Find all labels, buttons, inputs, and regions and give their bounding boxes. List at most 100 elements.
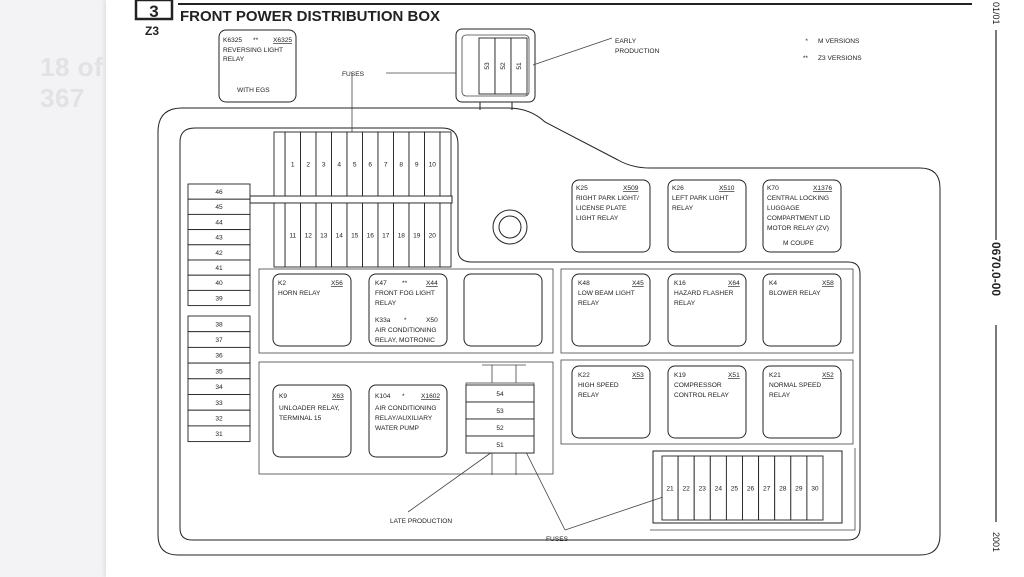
fuse-6: 6 bbox=[362, 131, 379, 197]
k21-line2: RELAY bbox=[769, 392, 791, 399]
page-indicator: 18 of 367 bbox=[40, 52, 104, 113]
relay-k47-k33a bbox=[368, 273, 448, 347]
k48-conn: X45 bbox=[632, 280, 644, 287]
early-fuse-53-label: 53 bbox=[484, 62, 491, 70]
fuse-44-label: 44 bbox=[215, 219, 223, 226]
fuse-28-label: 28 bbox=[779, 485, 787, 492]
k70-conn: X1376 bbox=[813, 185, 832, 192]
fuse-37: 37 bbox=[187, 331, 251, 348]
fuse-18: 18 bbox=[393, 202, 410, 268]
k104-line2: RELAY/AUXILIARY bbox=[375, 415, 433, 422]
k22-line1: HIGH SPEED bbox=[578, 382, 619, 389]
fuse-15: 15 bbox=[346, 202, 363, 268]
fuse-34: 34 bbox=[187, 378, 251, 395]
k26-code: K26 bbox=[672, 185, 684, 192]
k9-conn: X63 bbox=[332, 393, 344, 400]
fuse-13-label: 13 bbox=[320, 232, 328, 239]
k16-line1: HAZARD FLASHER bbox=[674, 290, 734, 297]
k33a-code: K33a bbox=[375, 317, 391, 324]
k33a-mark: * bbox=[404, 317, 407, 324]
fuse-2: 2 bbox=[300, 131, 317, 197]
fuse-46: 46 bbox=[187, 183, 251, 200]
fuse-35: 35 bbox=[187, 362, 251, 380]
relay-block-right-top bbox=[560, 268, 854, 354]
k25-line1: RIGHT PARK LIGHT/ bbox=[576, 195, 639, 202]
late-fuse-54: 54 bbox=[465, 384, 535, 403]
k2-line1: HORN RELAY bbox=[278, 290, 321, 297]
k9-line1: UNLOADER RELAY, bbox=[279, 405, 340, 412]
fuse-10: 10 bbox=[424, 131, 441, 197]
fuse-26-label: 26 bbox=[747, 485, 755, 492]
fuse-18-label: 18 bbox=[398, 232, 406, 239]
k16-conn: X64 bbox=[728, 280, 740, 287]
mounting-hole-inner bbox=[498, 215, 522, 239]
k22-code: K22 bbox=[578, 372, 590, 379]
k26-line1: LEFT PARK LIGHT bbox=[672, 195, 729, 202]
fuse-2-label: 2 bbox=[306, 161, 310, 168]
fuse-33: 33 bbox=[187, 394, 251, 411]
late-fuse-51: 51 bbox=[465, 435, 535, 454]
fuse-40: 40 bbox=[187, 274, 251, 291]
fuses-callout-top: FUSES bbox=[342, 71, 365, 78]
bottom-fuse-frame bbox=[652, 450, 843, 524]
fuse-33-label: 33 bbox=[215, 400, 223, 407]
fuse-42: 42 bbox=[187, 244, 251, 261]
relay-empty-slot bbox=[463, 273, 543, 347]
fuse-23: 23 bbox=[693, 455, 711, 521]
k6325-code: K6325 bbox=[223, 37, 242, 44]
m-coupe-label: M COUPE bbox=[783, 240, 814, 247]
k19-line2: CONTROL RELAY bbox=[674, 392, 730, 399]
fuse-1: 1 bbox=[284, 131, 301, 197]
fuse-40-label: 40 bbox=[215, 280, 223, 287]
fuse-21: 21 bbox=[661, 455, 679, 521]
k70-line1: CENTRAL LOCKING bbox=[767, 195, 829, 202]
fuse-24: 24 bbox=[709, 455, 727, 521]
lower-step-outline bbox=[650, 448, 856, 531]
fuse-4: 4 bbox=[331, 131, 348, 197]
k47-line2: RELAY bbox=[375, 300, 397, 307]
k104-line3: WATER PUMP bbox=[375, 425, 420, 432]
fuse-32: 32 bbox=[187, 409, 251, 427]
late-fuse-53: 53 bbox=[465, 401, 535, 420]
with-egs-label: WITH EGS bbox=[237, 87, 270, 94]
fuse-13: 13 bbox=[315, 202, 332, 268]
legend-mark-m: * bbox=[805, 38, 808, 45]
fuse-11: 11 bbox=[284, 202, 301, 268]
fuse-25-label: 25 bbox=[731, 485, 739, 492]
k25-conn: X509 bbox=[623, 185, 639, 192]
fuse-3: 3 bbox=[315, 131, 332, 197]
fuse-9: 9 bbox=[408, 131, 425, 197]
k47-code: K47 bbox=[375, 280, 387, 287]
fuse-39: 39 bbox=[187, 289, 251, 307]
k26-line2: RELAY bbox=[672, 205, 694, 212]
relay-k26 bbox=[667, 179, 747, 253]
k16-line2: RELAY bbox=[674, 300, 696, 307]
k104-conn: X1602 bbox=[421, 393, 440, 400]
early-fuse-53: 53 bbox=[478, 37, 496, 95]
fuse-7: 7 bbox=[377, 131, 394, 197]
k22-line2: RELAY bbox=[578, 392, 600, 399]
k6325-line2: RELAY bbox=[223, 56, 245, 63]
k33a-line2: RELAY, MOTRONIC bbox=[375, 337, 435, 344]
k48-line1: LOW BEAM LIGHT bbox=[578, 290, 635, 297]
fuse-44: 44 bbox=[187, 213, 251, 231]
relay-block-center-bottom bbox=[258, 361, 554, 475]
fuse-15-label: 15 bbox=[351, 232, 359, 239]
relay-k19 bbox=[667, 365, 747, 439]
relay-k6325 bbox=[218, 29, 297, 103]
early-fuse-51-label: 51 bbox=[516, 62, 523, 70]
fuse-14-label: 14 bbox=[336, 232, 344, 239]
k25-line2: LICENSE PLATE bbox=[576, 205, 627, 212]
k9-line2: TERMINAL 15 bbox=[279, 415, 322, 422]
fuse-14: 14 bbox=[331, 202, 348, 268]
k70-code: K70 bbox=[767, 185, 779, 192]
k104-code: K104 bbox=[375, 393, 391, 400]
fuse-23-label: 23 bbox=[699, 485, 707, 492]
late-fuse-54-label: 54 bbox=[496, 391, 504, 398]
fuse-41: 41 bbox=[187, 259, 251, 276]
fuse-46-label: 46 bbox=[215, 189, 223, 196]
relay-k25 bbox=[571, 179, 651, 253]
fuse-28: 28 bbox=[774, 455, 792, 521]
fuse-5: 5 bbox=[346, 131, 363, 197]
